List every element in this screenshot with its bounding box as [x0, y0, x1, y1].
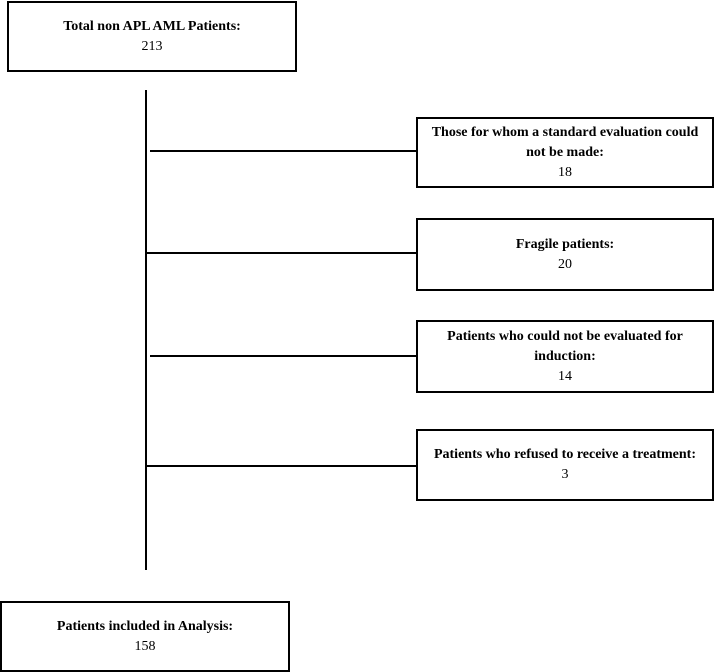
- main-vertical-connector: [145, 90, 147, 570]
- exclusion-count: 14: [558, 368, 572, 384]
- included-patients-box: Patients included in Analysis: 158: [0, 601, 290, 672]
- total-patients-box: Total non APL AML Patients: 213: [7, 1, 297, 72]
- included-patients-label: Patients included in Analysis:: [56, 618, 234, 634]
- branch-connector-1: [150, 150, 418, 152]
- exclusion-label: Patients who could not be evaluated for …: [447, 328, 683, 364]
- exclusion-count: 18: [558, 164, 572, 180]
- exclusion-count: 20: [558, 256, 572, 272]
- total-patients-count: 213: [141, 38, 163, 54]
- exclusion-box-refused-treatment: Patients who refused to receive a treatm…: [416, 429, 714, 501]
- exclusion-box-fragile: Fragile patients: 20: [416, 218, 714, 291]
- exclusion-label: Those for whom a standard evaluation cou…: [431, 124, 699, 160]
- exclusion-label: Patients who refused to receive a treatm…: [433, 447, 697, 462]
- branch-connector-4: [147, 465, 418, 467]
- exclusion-count: 3: [561, 467, 569, 482]
- included-patients-count: 158: [134, 638, 156, 654]
- exclusion-box-no-standard-evaluation: Those for whom a standard evaluation cou…: [416, 117, 714, 188]
- total-patients-label: Total non APL AML Patients:: [63, 18, 241, 34]
- exclusion-label: Fragile patients:: [515, 236, 615, 252]
- branch-connector-2: [147, 252, 418, 254]
- branch-connector-3: [150, 355, 418, 357]
- exclusion-box-not-evaluated-induction: Patients who could not be evaluated for …: [416, 320, 714, 393]
